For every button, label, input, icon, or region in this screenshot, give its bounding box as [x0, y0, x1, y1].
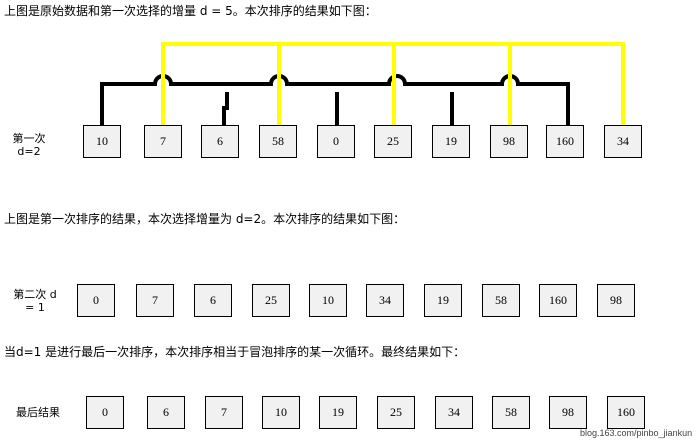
row1-cell: 0	[317, 125, 355, 158]
black-connector-group	[100, 74, 570, 126]
middle-text: 上图是第一次排序的结果，本次选择增量为 d=2。本次排序的结果如下图：	[4, 212, 406, 226]
watermark: blog.163.com/pinbo_jiankun	[580, 428, 693, 438]
row1-cell: 10	[83, 125, 121, 158]
row2-cell: 10	[309, 284, 347, 317]
row3-cell: 7	[205, 396, 243, 429]
row2-label-line2: = 1	[25, 301, 45, 314]
row1-cell: 58	[259, 125, 297, 158]
row3-cell: 0	[86, 396, 124, 429]
row1-cell: 19	[432, 125, 470, 158]
row2-label: 第二次 d = 1	[4, 288, 66, 314]
row2-label-line1: 第二次 d	[13, 288, 57, 301]
row2-cell: 6	[194, 284, 232, 317]
row3-cell: 98	[549, 396, 587, 429]
row2-cell: 25	[252, 284, 290, 317]
row1-cell: 34	[604, 125, 642, 158]
row2-cell: 7	[136, 284, 174, 317]
row3-cell: 34	[435, 396, 473, 429]
row2-cell: 34	[366, 284, 404, 317]
row3-cell: 58	[492, 396, 530, 429]
final-text: 当d=1 是进行最后一次排序，本次排序相当于冒泡排序的某一次循环。最终结果如下：	[4, 345, 466, 359]
intro-text: 上图是原始数据和第一次选择的增量 d = 5。本次排序的结果如下图：	[4, 4, 377, 18]
row1-cell: 98	[490, 125, 528, 158]
row2-cell: 98	[597, 284, 635, 317]
row2-cell: 160	[539, 284, 577, 317]
row2-cell: 58	[482, 284, 520, 317]
row1-cell: 6	[201, 125, 239, 158]
row2-cell: 19	[424, 284, 462, 317]
row1-label: 第一次 d=2	[4, 132, 54, 158]
row1-label-line2: d=2	[17, 145, 41, 158]
row3-cell: 10	[262, 396, 300, 429]
row1-cell: 7	[144, 125, 182, 158]
row2-cell: 0	[77, 284, 115, 317]
row3-label: 最后结果	[16, 406, 60, 419]
row3-cell: 25	[377, 396, 415, 429]
yellow-connector-group	[161, 42, 625, 126]
row3-cell: 160	[607, 396, 645, 429]
row3-cell: 19	[319, 396, 357, 429]
row1-cell: 25	[374, 125, 412, 158]
row1-cell: 160	[546, 125, 584, 158]
row3-cell: 6	[147, 396, 185, 429]
row1-label-line1: 第一次	[12, 132, 46, 145]
